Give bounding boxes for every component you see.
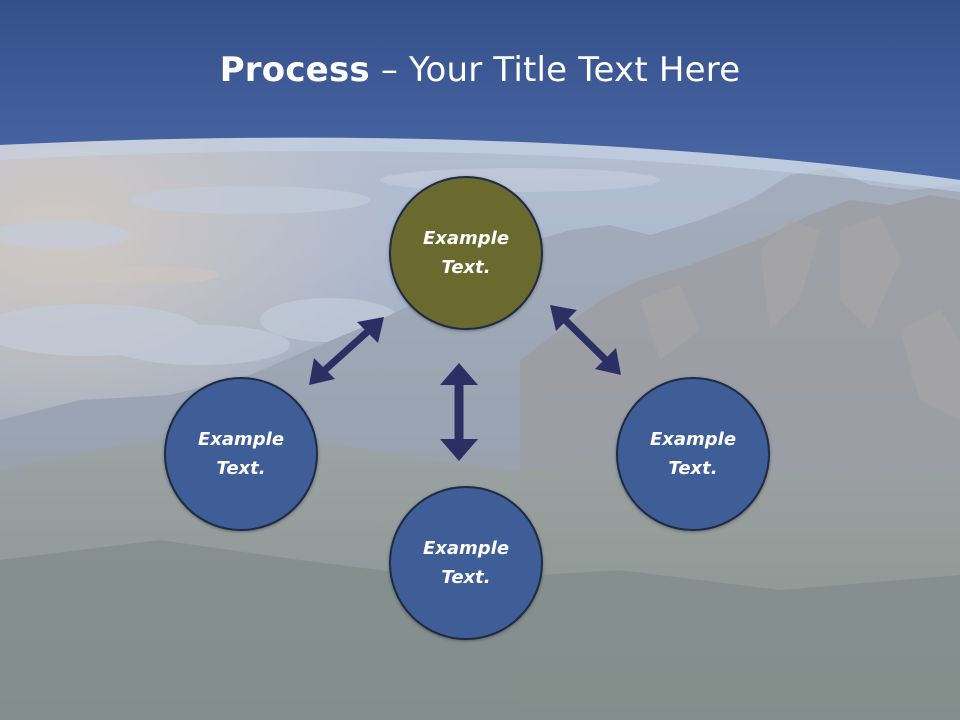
header-band	[0, 0, 960, 180]
right-node: Example Text.	[616, 377, 770, 531]
connector-arrows	[309, 305, 621, 461]
node-label-line2: Text.	[441, 567, 491, 588]
left-node: Example Text.	[164, 377, 318, 531]
title-bold: Process	[219, 50, 370, 90]
node-label-line2: Text.	[668, 458, 718, 479]
bottom-node: Example Text.	[389, 486, 543, 640]
center-node: Example Text.	[389, 176, 543, 330]
node-label-line1: Example	[422, 538, 510, 559]
node-label-line1: Example	[649, 429, 737, 450]
double-arrow-icon	[440, 363, 478, 461]
node-label-line1: Example	[422, 228, 510, 249]
node-label-line2: Text.	[441, 257, 491, 278]
node-label-line2: Text.	[216, 458, 266, 479]
double-arrow-icon	[309, 317, 384, 385]
node-label-line1: Example	[197, 429, 285, 450]
double-arrow-icon	[550, 305, 621, 375]
title-rest: – Your Title Text Here	[369, 50, 741, 90]
slide-title: Process – Your Title Text Here	[0, 50, 960, 90]
header-arc	[0, 137, 960, 192]
